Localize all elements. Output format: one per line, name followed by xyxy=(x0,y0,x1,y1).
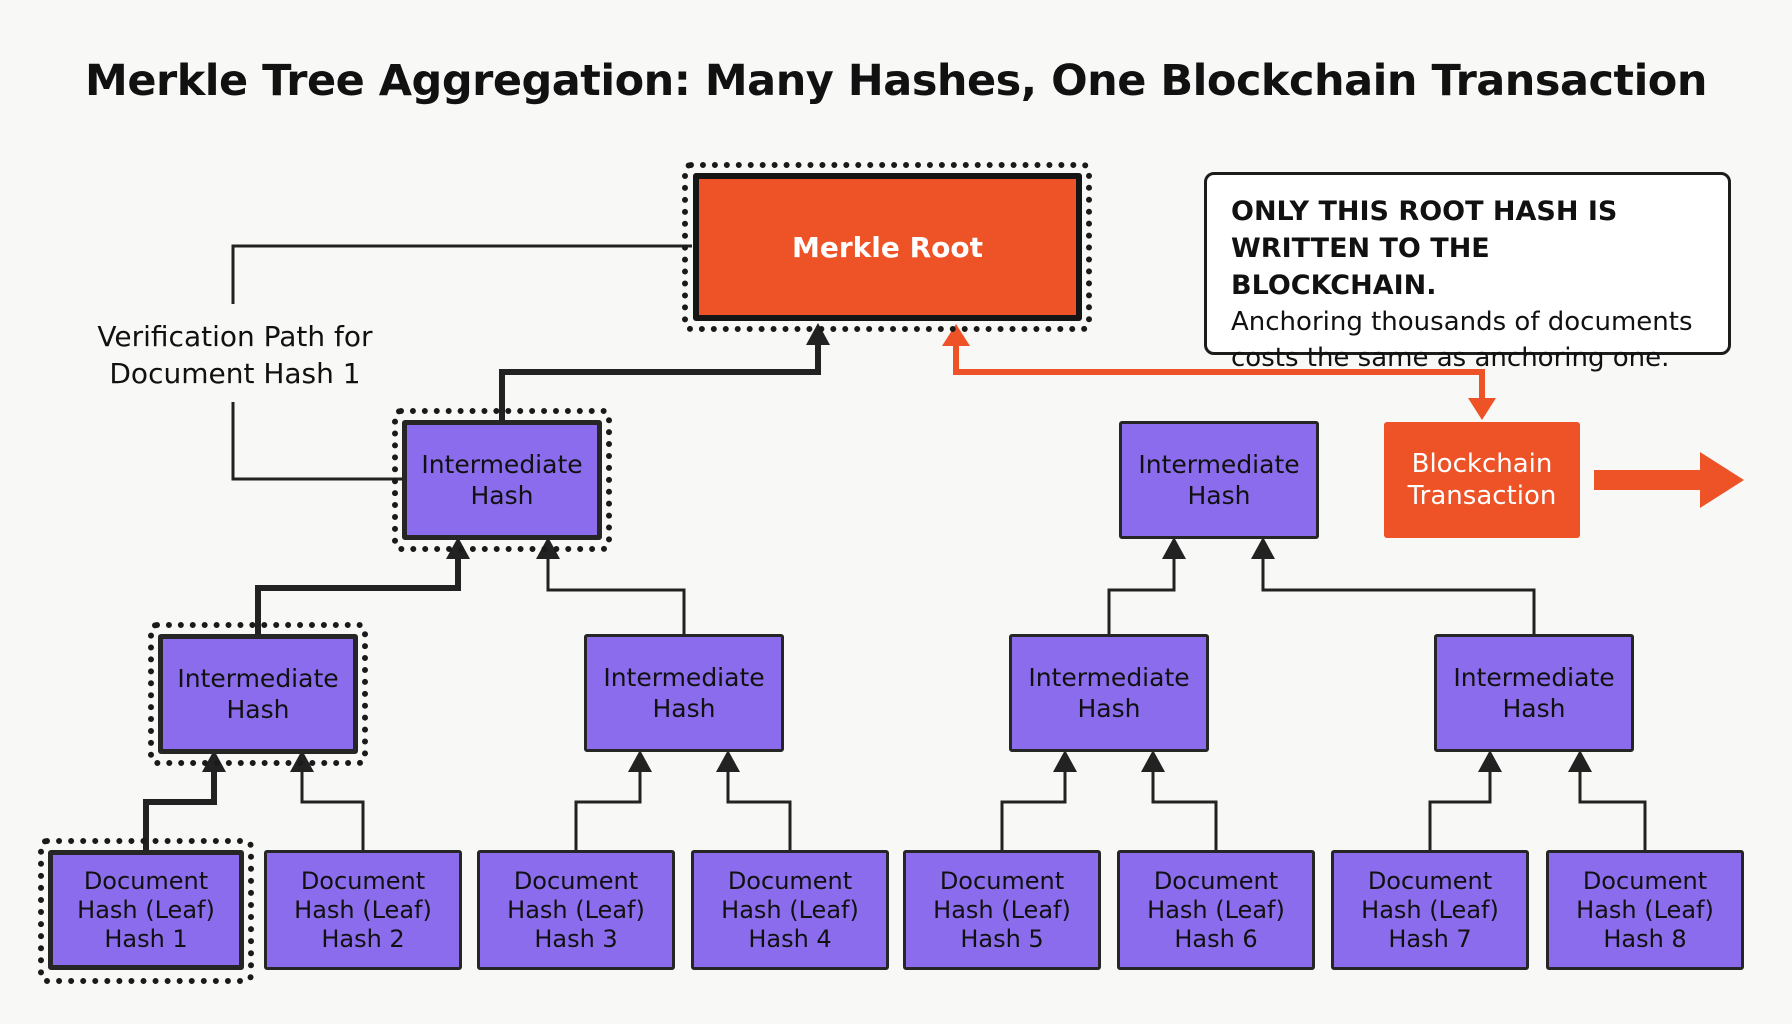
connector-l1b-to-l2a xyxy=(546,559,686,634)
leaf-line: Document xyxy=(83,866,209,895)
leaf1-highlight-frame xyxy=(38,838,254,984)
root-hash-callout: ONLY THIS ROOT HASH IS WRITTEN TO THE BL… xyxy=(1204,172,1731,373)
connector-leaf4-to-l1b xyxy=(726,772,792,850)
arrowhead xyxy=(806,323,830,345)
connector-l1d-to-l2b xyxy=(1261,559,1536,634)
intermediate-hash-node: Intermediate Hash xyxy=(158,634,358,754)
blockchain-transaction-node: Blockchain Transaction xyxy=(1384,422,1580,538)
root-to-tx-link xyxy=(953,346,1485,400)
connector-leaf3-to-l1b xyxy=(574,772,642,850)
arrowhead xyxy=(1162,537,1186,559)
path-l2a-to-root xyxy=(499,345,821,422)
leaf-line: Hash (Leaf) xyxy=(77,895,215,924)
output-arrow-head xyxy=(1700,452,1744,508)
leaf-line: Hash 5 xyxy=(960,924,1044,953)
leaf-line: Document xyxy=(1367,866,1493,895)
leaf-line: Hash (Leaf) xyxy=(507,895,645,924)
callout-line: Anchoring thousands of documents xyxy=(1231,307,1693,337)
intermediate-hash-node: Intermediate Hash xyxy=(1119,421,1319,539)
leaf-line: Hash (Leaf) xyxy=(1361,895,1499,924)
path-l1a-to-l2a xyxy=(255,559,461,634)
arrowhead xyxy=(1251,537,1275,559)
leaf-line: Document xyxy=(513,866,639,895)
leaf-line: Hash 4 xyxy=(748,924,832,953)
diagram-title: Merkle Tree Aggregation: Many Hashes, On… xyxy=(85,56,1707,106)
verification-bracket-lower xyxy=(231,402,403,481)
path-leaf1-to-l1a xyxy=(143,772,217,850)
connector-l1c-to-l2b xyxy=(1107,559,1176,634)
connector-leaf6-to-l1c xyxy=(1151,772,1218,850)
leaf-line: Document xyxy=(939,866,1065,895)
leaf-line: Hash 1 xyxy=(104,924,188,953)
leaf-line: Document xyxy=(300,866,426,895)
callout-line: costs the same as anchoring one. xyxy=(1231,343,1670,373)
leaf-line: Hash 3 xyxy=(534,924,618,953)
callout-bold-line: WRITTEN TO THE BLOCKCHAIN. xyxy=(1231,233,1490,301)
verification-path-label: Verification Path for Document Hash 1 xyxy=(80,318,390,392)
leaf-line: Hash (Leaf) xyxy=(294,895,432,924)
connector-leaf7-to-l1d xyxy=(1428,772,1492,850)
output-arrow-shaft xyxy=(1594,470,1702,490)
connector-leaf2-to-l1a xyxy=(300,772,365,850)
intermediate-hash-node: Intermediate Hash xyxy=(1009,634,1209,752)
connector-leaf8-to-l1d xyxy=(1578,772,1647,850)
leaf-line: Hash (Leaf) xyxy=(933,895,1071,924)
leaf-line: Hash 6 xyxy=(1174,924,1258,953)
leaf-line: Document xyxy=(1582,866,1708,895)
arrowhead xyxy=(628,750,652,772)
verification-line: Verification Path for xyxy=(97,320,373,353)
leaf-line: Document xyxy=(1153,866,1279,895)
leaf-line: Hash (Leaf) xyxy=(721,895,859,924)
verification-bracket xyxy=(231,244,692,304)
leaf-line: Hash 2 xyxy=(321,924,405,953)
intermediate-hash-node: Intermediate Hash xyxy=(402,420,602,540)
l1a-highlight-frame xyxy=(148,622,368,766)
arrowhead xyxy=(1141,750,1165,772)
leaf-line: Document xyxy=(727,866,853,895)
leaf-line: Hash (Leaf) xyxy=(1576,895,1714,924)
arrowhead xyxy=(716,750,740,772)
callout-bold-line: ONLY THIS ROOT HASH IS xyxy=(1231,196,1618,227)
orange-arrowhead-up xyxy=(942,324,970,346)
leaf-line: Hash 7 xyxy=(1388,924,1472,953)
merkle-root-node: Merkle Root xyxy=(693,173,1082,321)
arrowhead xyxy=(1053,750,1077,772)
intermediate-hash-node: Intermediate Hash xyxy=(584,634,784,752)
leaf-line: Hash (Leaf) xyxy=(1147,895,1285,924)
root-highlight-frame xyxy=(682,162,1092,332)
l2a-highlight-frame xyxy=(392,408,612,552)
verification-line: Document Hash 1 xyxy=(109,357,361,390)
arrowhead xyxy=(1478,750,1502,772)
intermediate-hash-node: Intermediate Hash xyxy=(1434,634,1634,752)
arrowhead xyxy=(1568,750,1592,772)
connector-leaf5-to-l1c xyxy=(1000,772,1067,850)
orange-arrowhead-down xyxy=(1468,398,1496,420)
leaf-line: Hash 8 xyxy=(1603,924,1687,953)
